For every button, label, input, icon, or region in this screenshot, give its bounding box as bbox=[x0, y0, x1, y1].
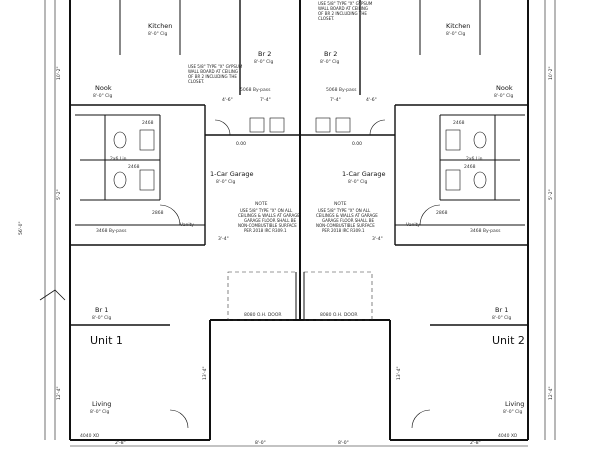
garage-note-left-line-2: CEILINGS & WALLS AT GARAGE bbox=[238, 213, 300, 218]
door-2868-right: 2868 bbox=[436, 210, 448, 216]
dim-mid-5: 3'-4" bbox=[218, 236, 229, 242]
kitchen-left-label: Kitchen bbox=[148, 22, 172, 30]
nook-right-label: Nook bbox=[496, 84, 513, 92]
garage-note-right-line-2: CEILINGS & WALLS AT GARAGE bbox=[316, 213, 378, 218]
kitchen-right-ceiling: 8'-0" Clg bbox=[446, 31, 465, 37]
door-2468b-right: 2468 bbox=[464, 164, 476, 170]
living-right-label: Living bbox=[505, 400, 524, 408]
dim-bottom-1: 2'-8" bbox=[115, 440, 126, 446]
dim-mid-1: 7'-4" bbox=[260, 97, 271, 103]
br1-left-ceiling: 8'-0" Clg bbox=[92, 315, 111, 321]
garage-note-left-title: NOTE bbox=[255, 201, 268, 207]
dim-mid-6: 3'-4" bbox=[372, 236, 383, 242]
bypass-door-2-right-label: 3468 By-pass bbox=[470, 228, 501, 234]
right-dimension-line bbox=[544, 0, 556, 440]
bath-fixtures-right bbox=[445, 129, 487, 191]
window-4040-right: 4040 XO bbox=[498, 433, 518, 439]
door-2868-left: 2868 bbox=[152, 210, 164, 216]
dim-mid-4: 4'-6" bbox=[366, 97, 377, 103]
dim-right-3: 12'-4" bbox=[548, 386, 554, 400]
unit-1-label: Unit 1 bbox=[90, 334, 123, 347]
garage-door-right-label: 8080 O.H. DOOR bbox=[320, 312, 358, 318]
br2-left-ceiling: 8'-0" Clg bbox=[254, 59, 273, 65]
garage-note-left: NOTE USE 5/8" TYPE "X" ON ALL CEILINGS &… bbox=[238, 201, 300, 233]
dim-garage-right: 13'-4" bbox=[396, 366, 402, 380]
kitchen-left-ceiling: 8'-0" Clg bbox=[148, 31, 167, 37]
garage-note-right-title: NOTE bbox=[334, 201, 347, 207]
living-left-ceiling: 8'-0" Clg bbox=[90, 409, 109, 415]
kitchen-right-label: Kitchen bbox=[446, 22, 470, 30]
dim-elev-left: 0.00 bbox=[236, 141, 246, 147]
dim-right-2: 5'-2" bbox=[548, 189, 554, 200]
dim-bottom-3: 8'-0" bbox=[338, 440, 349, 446]
nook-left-ceiling: 8'-0" Clg bbox=[93, 93, 112, 99]
dim-left-3: 12'-4" bbox=[56, 386, 62, 400]
br1-right-ceiling: 8'-0" Clg bbox=[492, 315, 511, 321]
bypass-door-2-left-label: 3468 By-pass bbox=[96, 228, 127, 234]
linen-right: 2x6 Lin bbox=[466, 156, 483, 162]
living-left-label: Living bbox=[92, 400, 111, 408]
bypass-door-right-label: 5068 By-pass bbox=[326, 87, 357, 93]
nook-right-ceiling: 8'-0" Clg bbox=[494, 93, 513, 99]
closet-note-left-line-3: OF BR 2 INCLUDING THE bbox=[188, 74, 237, 79]
closet-note-left: USE 5/8" TYPE "X" GYPSUM WALL BOARD AT C… bbox=[188, 64, 243, 84]
dim-right-1: 10'-2" bbox=[548, 66, 554, 80]
laundry-fixtures bbox=[249, 117, 351, 133]
bypass-door-left-label: 5068 By-pass bbox=[240, 87, 271, 93]
garage-note-left-line-3: GARAGE FLOOR SHALL BE bbox=[244, 218, 297, 223]
garage-note-left-line-1: USE 5/8" TYPE "X" ON ALL bbox=[240, 208, 293, 213]
br2-right-label: Br 2 bbox=[324, 50, 337, 58]
garage-door-outlines bbox=[227, 271, 373, 321]
window-4040-left: 4040 XO bbox=[80, 433, 100, 439]
overall-depth-dim: 56'-0" bbox=[18, 221, 24, 235]
garage-note-left-line-4: NON-COMBUSTIBLE SURFACE bbox=[238, 223, 297, 228]
unit-2-label: Unit 2 bbox=[492, 334, 525, 347]
dim-bottom-4: 2'-8" bbox=[470, 440, 481, 446]
garage-right-ceiling: 8'-0" Clg bbox=[348, 179, 367, 185]
door-2468-right: 2468 bbox=[453, 120, 465, 126]
br1-right-label: Br 1 bbox=[495, 306, 508, 314]
garage-note-right-line-1: USE 5/8" TYPE "X" ON ALL bbox=[318, 208, 371, 213]
interior-walls-left bbox=[70, 0, 300, 326]
garage-note-left-line-5: PER 2018 IRC R309.1 bbox=[244, 228, 287, 233]
closet-note-right-line-1: USE 5/8" TYPE "X" GYPSUM bbox=[318, 1, 373, 6]
nook-left-label: Nook bbox=[95, 84, 112, 92]
vanity-right: Vanity bbox=[406, 222, 420, 228]
br2-left-label: Br 2 bbox=[258, 50, 271, 58]
garage-note-right: NOTE USE 5/8" TYPE "X" ON ALL CEILINGS &… bbox=[316, 201, 378, 233]
dim-left-2: 5'-2" bbox=[56, 189, 62, 200]
dim-garage-left: 13'-4" bbox=[202, 366, 208, 380]
dim-mid-2: 7'-4" bbox=[330, 97, 341, 103]
garage-left-ceiling: 8'-0" Clg bbox=[216, 179, 235, 185]
interior-walls-right bbox=[300, 0, 528, 326]
garage-note-right-line-4: NON-COMBUSTIBLE SURFACE bbox=[316, 223, 375, 228]
linen-left: 2x6 Lin bbox=[110, 156, 127, 162]
closet-note-right-line-2: WALL BOARD AT CEILING bbox=[318, 6, 368, 11]
dim-mid-3: 4'-6" bbox=[222, 97, 233, 103]
door-2468-left: 2468 bbox=[142, 120, 154, 126]
living-right-ceiling: 8'-0" Clg bbox=[503, 409, 522, 415]
vanity-left: Vanity bbox=[180, 222, 194, 228]
garage-door-left-label: 8080 O.H. DOOR bbox=[244, 312, 282, 318]
closet-note-right-line-4: CLOSET. bbox=[318, 16, 334, 21]
dim-elev-right: 0.00 bbox=[352, 141, 362, 147]
closet-note-right: USE 5/8" TYPE "X" GYPSUM WALL BOARD AT C… bbox=[318, 1, 373, 21]
closet-note-right-line-3: OF BR 2 INCLUDING THE bbox=[318, 11, 367, 16]
garage-note-right-line-5: PER 2018 IRC R309.1 bbox=[322, 228, 365, 233]
door-2468b-left: 2468 bbox=[128, 164, 140, 170]
dim-bottom-2: 8'-0" bbox=[255, 440, 266, 446]
closet-note-left-line-2: WALL BOARD AT CEILING bbox=[188, 69, 238, 74]
garage-left-label: 1-Car Garage bbox=[210, 170, 254, 178]
garage-note-right-line-3: GARAGE FLOOR SHALL BE bbox=[322, 218, 375, 223]
closet-note-left-line-1: USE 5/8" TYPE "X" GYPSUM bbox=[188, 64, 243, 69]
bath-fixtures-left bbox=[113, 129, 155, 191]
br1-left-label: Br 1 bbox=[95, 306, 108, 314]
br2-right-ceiling: 8'-0" Clg bbox=[320, 59, 339, 65]
closet-note-left-line-4: CLOSET. bbox=[188, 79, 204, 84]
left-dimension-line bbox=[39, 0, 66, 440]
door-swings bbox=[159, 119, 441, 429]
garage-right-label: 1-Car Garage bbox=[342, 170, 386, 178]
dim-left-1: 10'-2" bbox=[56, 66, 62, 80]
